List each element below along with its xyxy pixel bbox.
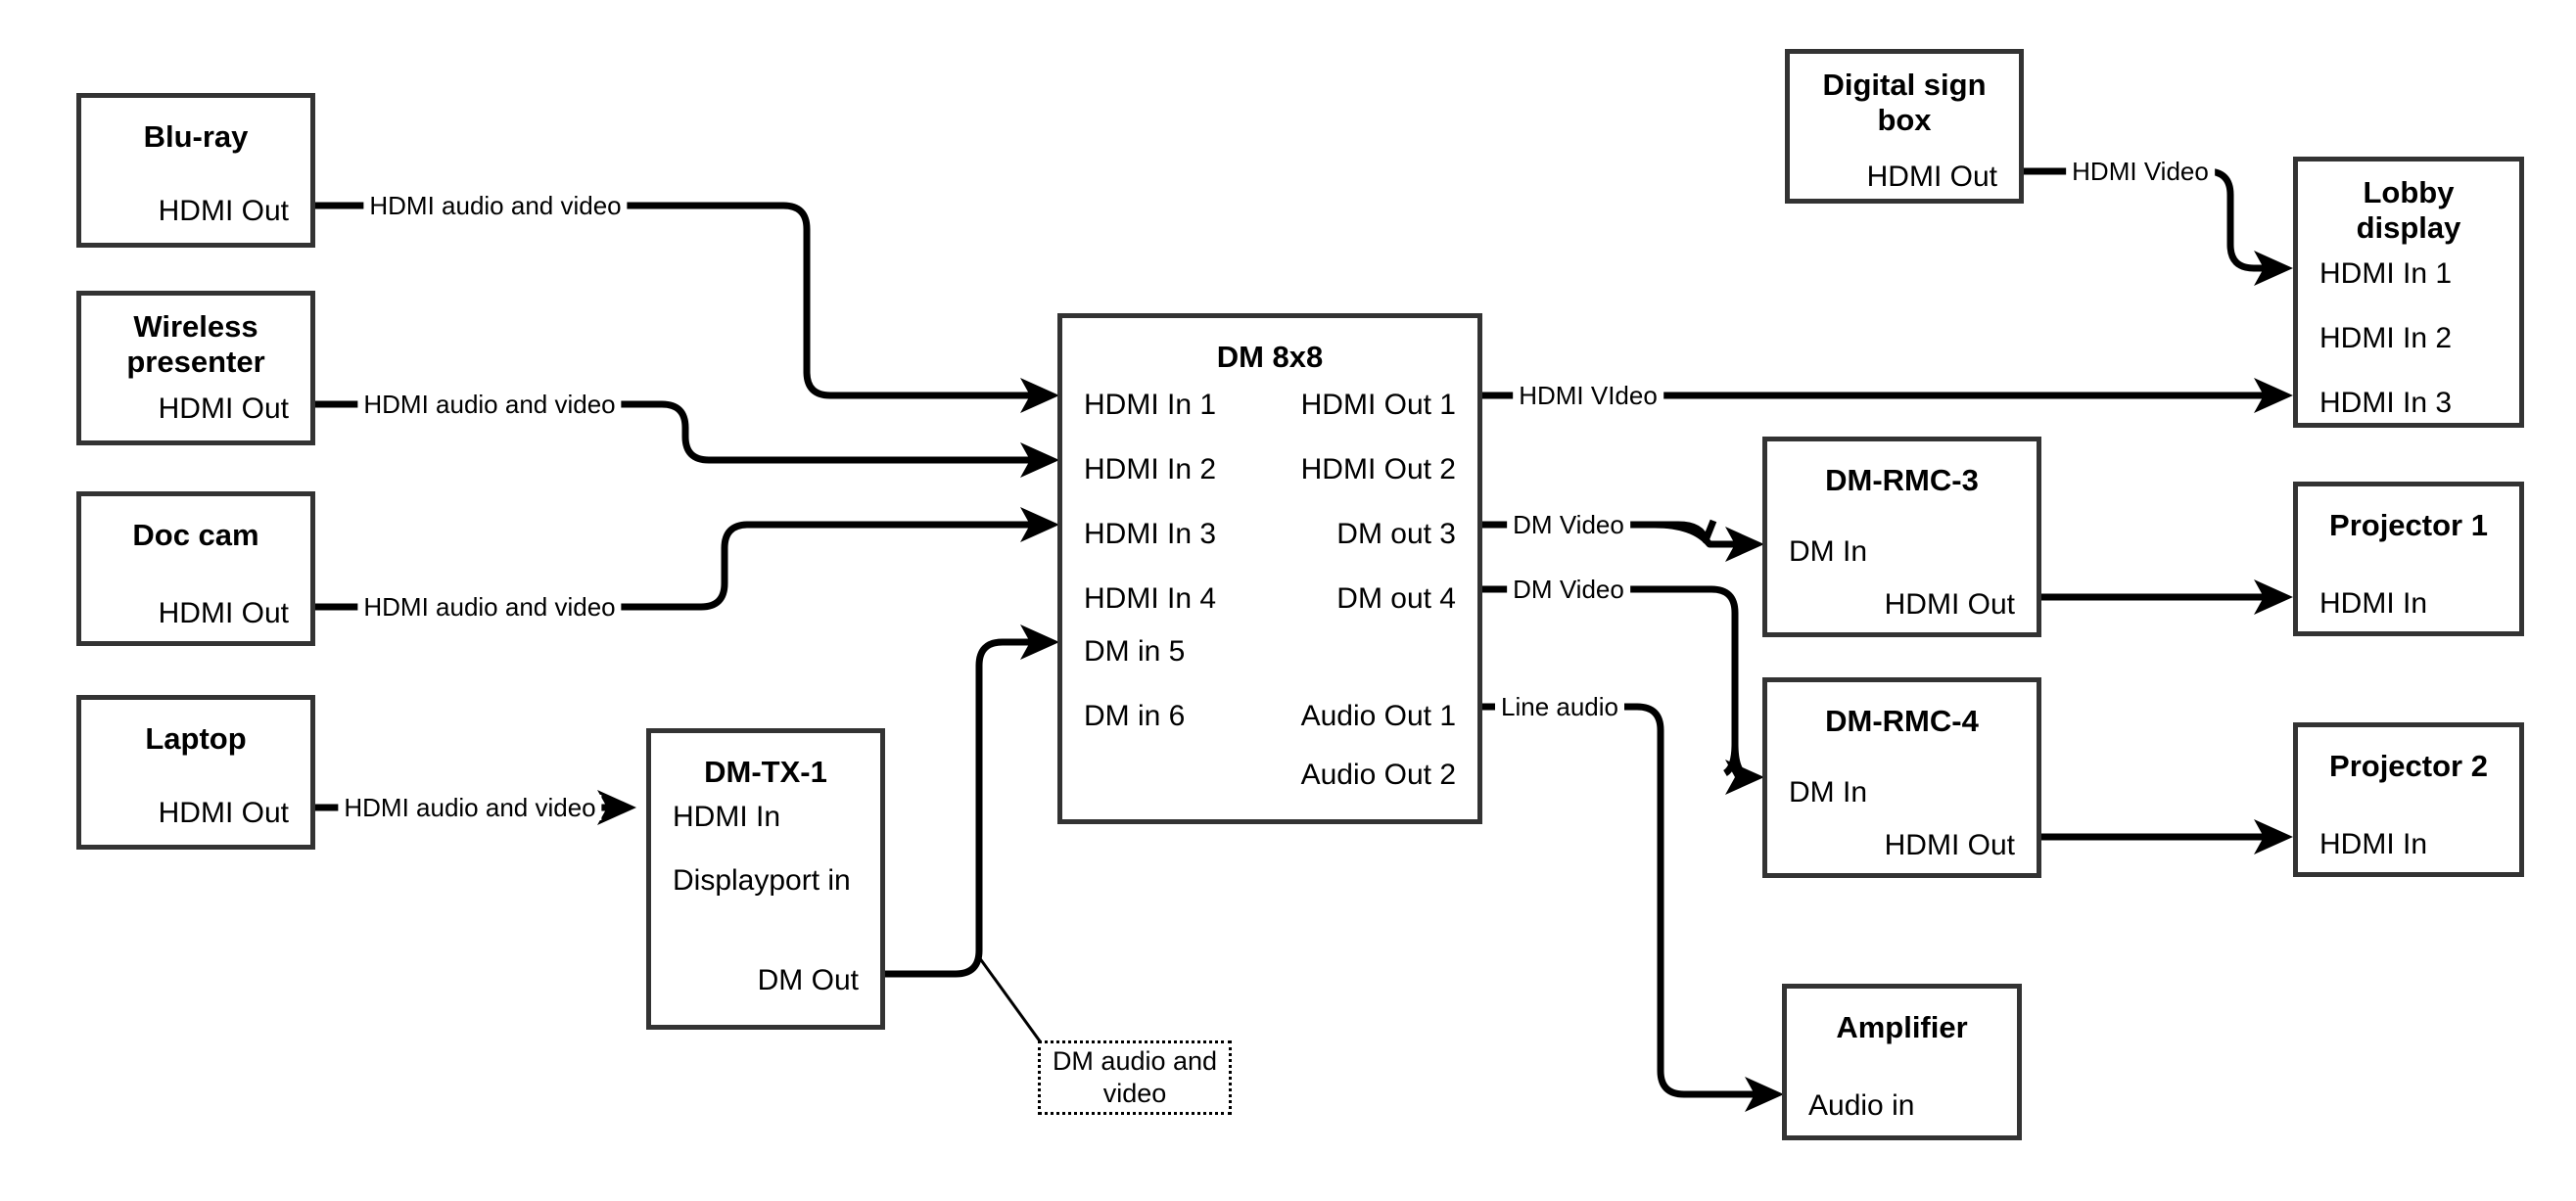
node-projector-2-title: Projector 2 — [2329, 749, 2488, 783]
node-dm-8x8[interactable]: DM 8x8 HDMI In 1 HDMI In 2 HDMI In 3 HDM… — [1057, 313, 1482, 824]
port-laptop-hdmi-out: HDMI Out — [158, 797, 289, 829]
wire-label-digitalsign-to-lobby: HDMI Video — [2066, 159, 2215, 184]
node-digital-sign-box-title-line1: Digital sign — [1822, 68, 1987, 102]
arrowhead-dm8x8-hdmi-in-1 — [1020, 378, 1059, 413]
arrowhead-dm8x8-hdmi-in-2 — [1020, 442, 1059, 478]
arrowhead-dmrmc4-dm-in — [1725, 760, 1764, 795]
node-lobby-display-title-line1: Lobby — [2363, 175, 2455, 209]
wire-label-doccam-to-dm8x8: HDMI audio and video — [357, 594, 622, 620]
node-digital-sign-box[interactable]: Digital sign box HDMI Out — [1785, 49, 2024, 204]
arrowhead-dm8x8-hdmi-in-3 — [1020, 507, 1059, 542]
node-lobby-display[interactable]: Lobby display HDMI In 1 HDMI In 2 HDMI I… — [2293, 157, 2524, 428]
wire-dm8x8-to-dmrmc4-tail — [1731, 743, 1753, 781]
port-projector-1-hdmi-in: HDMI In — [2319, 587, 2428, 620]
port-wireless-presenter-hdmi-out: HDMI Out — [158, 393, 289, 425]
node-dm-tx-1[interactable]: DM-TX-1 HDMI In Displayport in DM Out — [646, 728, 885, 1030]
wire-dm8x8-to-dmrmc4 — [1482, 585, 1739, 776]
port-dm-8x8-hdmi-out-2: HDMI Out 2 — [1300, 453, 1456, 485]
node-blu-ray[interactable]: Blu-ray HDMI Out — [76, 93, 315, 248]
port-dm-8x8-hdmi-in-1: HDMI In 1 — [1084, 389, 1217, 421]
node-wireless-presenter-title-line1: Wireless — [133, 309, 258, 344]
node-amplifier-title: Amplifier — [1836, 1010, 1968, 1044]
port-dm-rmc-3-hdmi-out: HDMI Out — [1884, 588, 2015, 621]
node-wireless-presenter-title-line2: presenter — [126, 345, 265, 379]
port-dm-8x8-dm-in-6: DM in 6 — [1084, 700, 1186, 732]
arrowhead-amplifier-audio-in — [1745, 1077, 1784, 1112]
port-dm-8x8-dm-out-3: DM out 3 — [1336, 518, 1456, 550]
node-dm-rmc-3-title: DM-RMC-3 — [1825, 463, 1979, 497]
port-dm-tx-1-displayport-in: Displayport in — [673, 864, 851, 897]
wire-dm8x8-to-amplifier — [1482, 703, 1764, 1098]
arrowhead-dmtx1-hdmi-in — [597, 790, 636, 825]
node-laptop-title: Laptop — [145, 721, 247, 756]
wire-label-laptop-to-dmtx1: HDMI audio and video — [338, 795, 602, 820]
arrowhead-projector2-hdmi-in — [2254, 819, 2293, 855]
node-dm-tx-1-title: DM-TX-1 — [704, 755, 827, 789]
wire-label-dm8x8-to-dmrmc3: DM Video — [1507, 512, 1630, 537]
port-dm-8x8-dm-in-5: DM in 5 — [1084, 635, 1186, 668]
port-lobby-display-hdmi-in-2: HDMI In 2 — [2319, 322, 2453, 354]
port-dm-rmc-4-dm-in: DM In — [1789, 776, 1868, 808]
port-amplifier-audio-in: Audio in — [1808, 1089, 1915, 1122]
port-dm-8x8-audio-out-2: Audio Out 2 — [1300, 759, 1456, 791]
node-dm-rmc-3[interactable]: DM-RMC-3 DM In HDMI Out — [1762, 437, 2041, 637]
node-doc-cam[interactable]: Doc cam HDMI Out — [76, 491, 315, 646]
arrowhead-lobby-hdmi-in-1 — [2254, 251, 2293, 286]
port-dm-rmc-3-dm-in: DM In — [1789, 535, 1868, 568]
port-digital-sign-box-hdmi-out: HDMI Out — [1866, 161, 1997, 193]
wire-label-dm8x8-to-amplifier: Line audio — [1495, 694, 1624, 719]
port-dm-8x8-hdmi-out-1: HDMI Out 1 — [1300, 389, 1456, 421]
port-projector-2-hdmi-in: HDMI In — [2319, 828, 2428, 860]
wire-label-wireless-to-dm8x8: HDMI audio and video — [357, 392, 622, 417]
arrowhead-dmrmc3-dm-in — [1725, 527, 1764, 562]
node-wireless-presenter[interactable]: Wireless presenter HDMI Out — [76, 291, 315, 445]
arrowhead-projector1-hdmi-in — [2254, 579, 2293, 615]
wire-bluray-to-dm8x8 — [315, 202, 1040, 399]
port-dm-8x8-hdmi-in-2: HDMI In 2 — [1084, 453, 1217, 485]
port-dm-8x8-hdmi-in-3: HDMI In 3 — [1084, 518, 1217, 550]
node-dm-rmc-4-title: DM-RMC-4 — [1825, 704, 1979, 738]
port-dm-8x8-audio-out-1: Audio Out 1 — [1300, 700, 1456, 732]
wire-label-dm8x8-to-lobby: HDMI VIdeo — [1513, 383, 1663, 408]
port-dm-8x8-hdmi-in-4: HDMI In 4 — [1084, 582, 1217, 615]
node-doc-cam-title: Doc cam — [132, 518, 259, 552]
port-lobby-display-hdmi-in-1: HDMI In 1 — [2319, 257, 2453, 290]
node-dm-rmc-4[interactable]: DM-RMC-4 DM In HDMI Out — [1762, 677, 2041, 878]
port-doc-cam-hdmi-out: HDMI Out — [158, 597, 289, 629]
arrowhead-lobby-hdmi-in-3 — [2254, 378, 2293, 413]
node-blu-ray-title: Blu-ray — [143, 119, 249, 154]
node-projector-2[interactable]: Projector 2 HDMI In — [2293, 722, 2524, 877]
wire-label-dm8x8-to-dmrmc4: DM Video — [1507, 577, 1630, 602]
node-projector-1-title: Projector 1 — [2329, 508, 2488, 542]
node-dm-8x8-title: DM 8x8 — [1216, 340, 1324, 374]
wire-label-bluray-to-dm8x8: HDMI audio and video — [363, 193, 628, 218]
port-dm-tx-1-dm-out: DM Out — [757, 964, 859, 996]
wire-dm8x8-to-dmrmc3-tail — [1654, 521, 1745, 548]
node-projector-1[interactable]: Projector 1 HDMI In — [2293, 482, 2524, 636]
port-dm-rmc-4-hdmi-out: HDMI Out — [1884, 829, 2015, 861]
node-lobby-display-title-line2: display — [2356, 210, 2461, 245]
callout-dm-audio-and-video: DM audio and video — [1038, 1040, 1232, 1115]
port-blu-ray-hdmi-out: HDMI Out — [158, 195, 289, 227]
port-dm-tx-1-hdmi-in: HDMI In — [673, 801, 781, 833]
arrowhead-dm8x8-dm-in-5 — [1020, 624, 1059, 660]
wire-dmtx1-to-dm8x8 — [885, 638, 1040, 978]
node-amplifier[interactable]: Amplifier Audio in — [1782, 984, 2022, 1140]
port-dm-8x8-dm-out-4: DM out 4 — [1336, 582, 1456, 615]
port-lobby-display-hdmi-in-3: HDMI In 3 — [2319, 387, 2453, 419]
node-laptop[interactable]: Laptop HDMI Out — [76, 695, 315, 850]
callout-leader-line — [977, 956, 1048, 1050]
node-digital-sign-box-title-line2: box — [1877, 103, 1932, 137]
